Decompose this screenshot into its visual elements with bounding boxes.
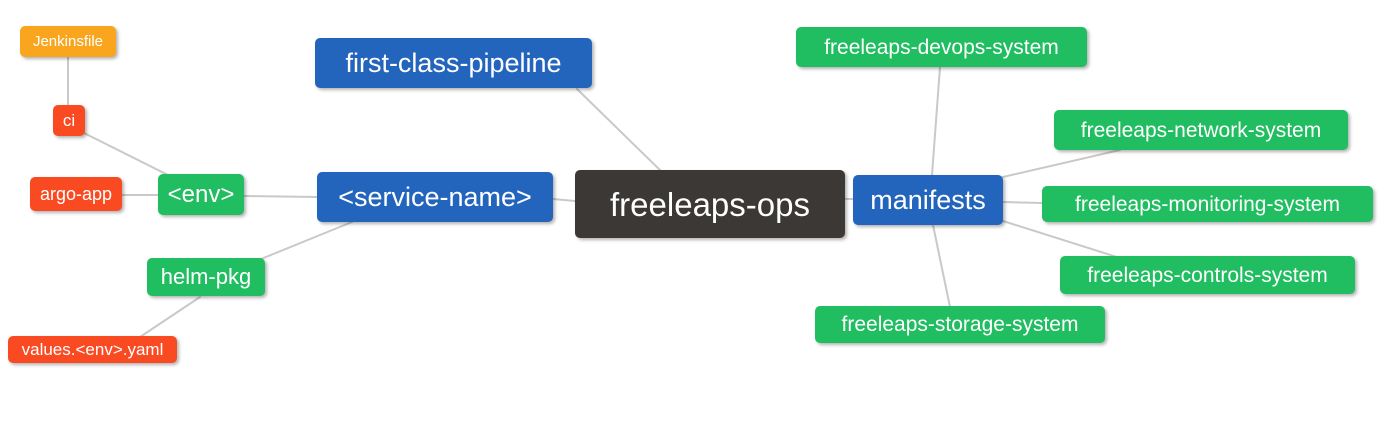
connector-env--service-name: [243, 195, 318, 198]
connector-ci--env: [83, 132, 171, 177]
connector-manifests--freeleaps-monitoring-system: [1002, 201, 1043, 204]
mindmap-node-jenkinsfile[interactable]: Jenkinsfile: [20, 26, 116, 57]
mindmap-node-freeleaps-storage-system[interactable]: freeleaps-storage-system: [815, 306, 1105, 343]
mindmap-node-env[interactable]: <env>: [158, 174, 244, 215]
mindmap-node-service-name[interactable]: <service-name>: [317, 172, 553, 222]
mindmap-node-helm-pkg[interactable]: helm-pkg: [147, 258, 265, 296]
mindmap-node-manifests[interactable]: manifests: [853, 175, 1003, 225]
mindmap-node-freeleaps-controls-system[interactable]: freeleaps-controls-system: [1060, 256, 1355, 294]
mindmap-node-first-class-pipeline[interactable]: first-class-pipeline: [315, 38, 592, 88]
connector-service-name--freeleaps-ops: [552, 198, 576, 202]
mindmap-node-freeleaps-devops-system[interactable]: freeleaps-devops-system: [796, 27, 1087, 67]
connector-manifests--freeleaps-devops-system: [931, 66, 941, 176]
mindmap-node-freeleaps-monitoring-system[interactable]: freeleaps-monitoring-system: [1042, 186, 1373, 222]
mindmap-node-argo-app[interactable]: argo-app: [30, 177, 122, 211]
mindmap-node-ci[interactable]: ci: [53, 105, 85, 136]
connector-manifests--freeleaps-controls-system: [1002, 220, 1121, 259]
connector-values-env-yaml--helm-pkg: [139, 296, 201, 338]
connector-manifests--freeleaps-network-system: [1002, 149, 1121, 178]
mindmap-node-freeleaps-network-system[interactable]: freeleaps-network-system: [1054, 110, 1348, 150]
connector-first-class-pipeline--freeleaps-ops: [576, 88, 662, 172]
connector-manifests--freeleaps-storage-system: [932, 224, 951, 308]
mindmap-node-values-env-yaml[interactable]: values.<env>.yaml: [8, 336, 177, 363]
connector-helm-pkg--service-name: [260, 221, 353, 260]
mindmap-node-freeleaps-ops[interactable]: freeleaps-ops: [575, 170, 845, 238]
